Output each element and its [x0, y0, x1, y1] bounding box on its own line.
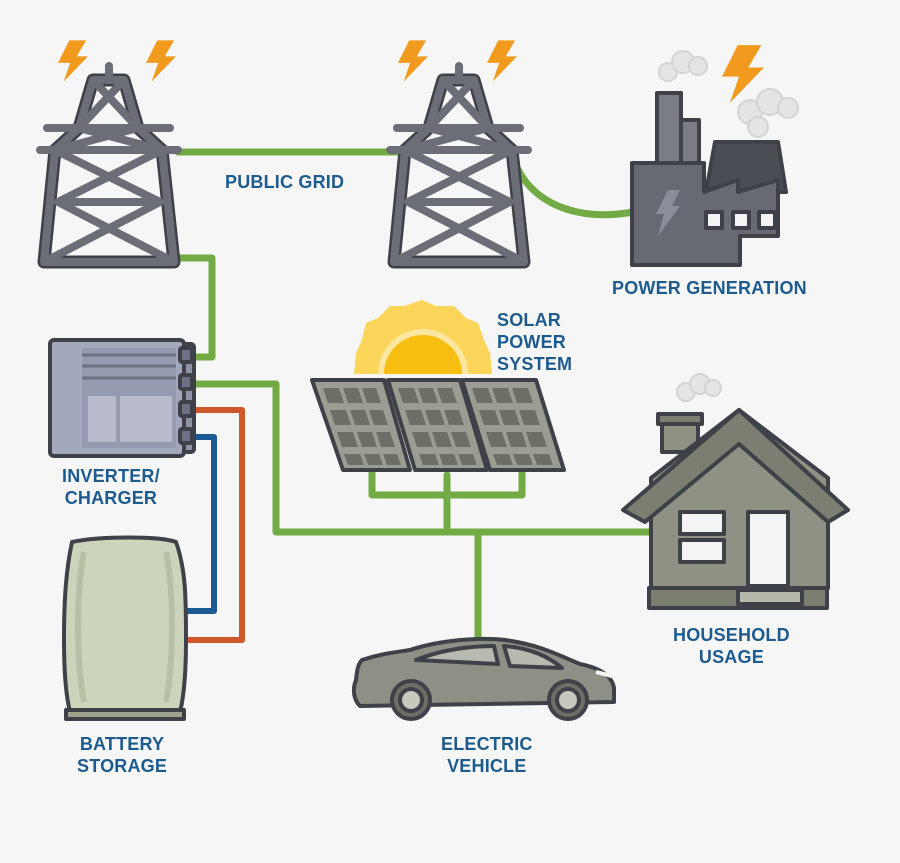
wire-grid-inverter	[176, 254, 216, 361]
battery-label-line-1: BATTERY	[79, 734, 165, 754]
solar-label-line-1: SOLAR	[497, 310, 561, 330]
solar-label-line-3: SYSTEM	[497, 354, 573, 374]
household-label-line-2: USAGE	[698, 647, 764, 667]
electric-vehicle-label: ELECTRIC VEHICLE	[441, 733, 533, 777]
power-generation-label-text: POWER GENERATION	[612, 278, 807, 298]
solar-panel-icon	[310, 378, 566, 472]
inverter-icon	[48, 338, 196, 458]
house-icon	[621, 373, 850, 610]
inverter-label-line-2: CHARGER	[64, 488, 158, 508]
transmission-tower-icon	[36, 40, 182, 269]
battery-icon	[62, 535, 188, 721]
dc-wires	[185, 407, 245, 643]
wire-solar-feed	[368, 466, 526, 536]
solar-power-system-label: SOLAR POWER SYSTEM	[497, 309, 572, 375]
ev-label-line-1: ELECTRIC	[441, 734, 533, 754]
factory-icon	[630, 45, 799, 267]
dc-positive-wire	[185, 407, 245, 643]
solar-label-line-2: POWER	[497, 332, 567, 352]
household-usage-label: HOUSEHOLD USAGE	[673, 624, 790, 668]
power-generation-label: POWER GENERATION	[612, 277, 807, 299]
battery-storage-label: BATTERY STORAGE	[77, 733, 167, 777]
household-label-line-1: HOUSEHOLD	[673, 625, 790, 645]
dc-negative-wire	[185, 434, 217, 614]
inverter-label-line-1: INVERTER/	[62, 466, 160, 486]
transmission-tower-icon	[386, 40, 532, 269]
car-icon	[351, 636, 616, 721]
sun-icon	[354, 300, 492, 374]
smoke-icon	[658, 50, 799, 138]
inverter-charger-label: INVERTER/ CHARGER	[62, 465, 160, 509]
public-grid-label-text: PUBLIC GRID	[225, 172, 345, 192]
grid-wire-factory	[510, 156, 637, 219]
ev-label-line-2: VEHICLE	[447, 756, 527, 776]
public-grid-label: PUBLIC GRID	[225, 171, 344, 193]
wire-inverter-house	[189, 380, 659, 536]
battery-label-line-2: STORAGE	[77, 756, 168, 776]
smoke-icon	[676, 373, 722, 402]
